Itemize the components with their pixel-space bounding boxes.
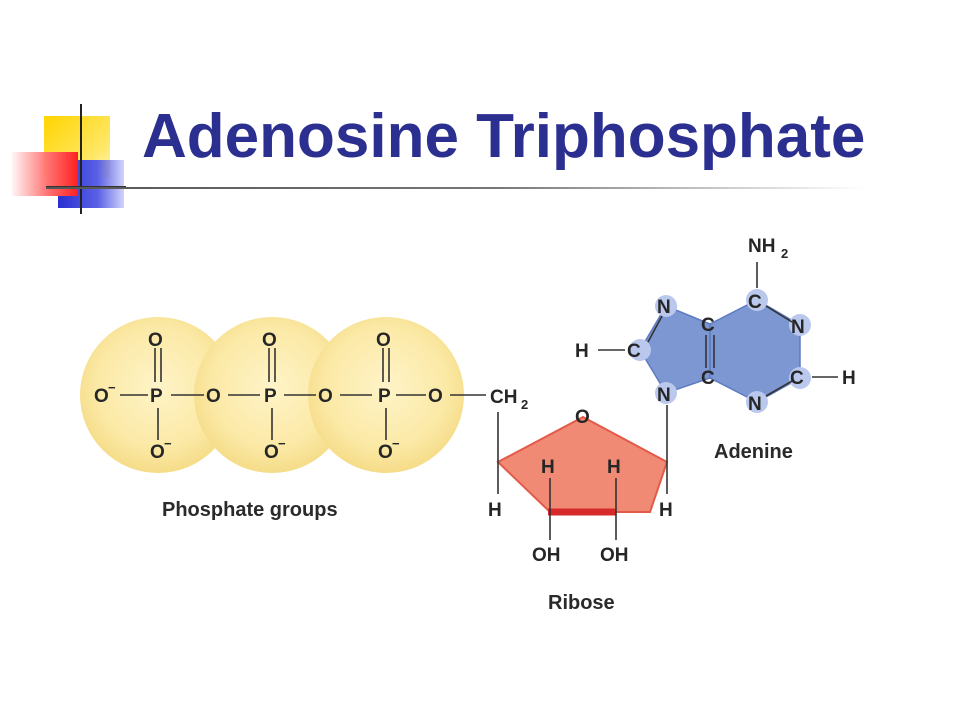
- atom-ring-o: O: [575, 407, 590, 428]
- atom-c8: C: [627, 341, 641, 362]
- atom-p-3: P: [378, 386, 391, 407]
- atom-n3: N: [748, 394, 762, 415]
- atom-oh-c3: OH: [532, 545, 561, 566]
- phosphate-circles: [80, 317, 464, 473]
- atom-o-bottom-2: O: [264, 442, 279, 463]
- atom-o-top-3: O: [376, 330, 391, 351]
- atom-c2: C: [790, 368, 804, 389]
- charge-o-bottom-2: −: [278, 436, 286, 451]
- phosphate-circle-beta: [194, 317, 350, 473]
- charge-o-bottom-1: −: [164, 436, 172, 451]
- atom-nh: NH: [748, 236, 775, 257]
- adenine-atoms: NH 2 C N C N H C C C H N N: [575, 236, 856, 415]
- atom-h-c4: H: [488, 500, 502, 521]
- atom-p-2: P: [264, 386, 277, 407]
- phosphate-atoms: O O O O − P O P O P O O − O − O − CH 2: [94, 330, 528, 463]
- atom-h-c1: H: [659, 500, 673, 521]
- atom-o-terminal: O: [94, 386, 109, 407]
- atom-h-c2: H: [842, 368, 856, 389]
- atom-o-top-1: O: [148, 330, 163, 351]
- adenine-six-ring: [709, 299, 801, 403]
- atom-h-c8: H: [575, 341, 589, 362]
- phosphate-circle-gamma: [308, 317, 464, 473]
- caption-adenine: Adenine: [714, 441, 793, 463]
- ribose-ring: [496, 415, 669, 513]
- atom-c6: C: [748, 292, 762, 313]
- atom-o-bridge-1: O: [206, 386, 221, 407]
- atom-o-bridge-2: O: [318, 386, 333, 407]
- atom-ch: CH: [490, 387, 517, 408]
- subscript-ch-2: 2: [521, 397, 528, 412]
- atom-n7: N: [657, 297, 671, 318]
- adenine-atom-highlights: [629, 289, 811, 413]
- charge-o-terminal: −: [108, 380, 116, 395]
- atom-p-1: P: [150, 386, 163, 407]
- caption-ribose: Ribose: [548, 592, 615, 614]
- phosphate-circle-alpha: [80, 317, 236, 473]
- atom-h-c2: H: [607, 457, 621, 478]
- atom-o-bottom-1: O: [150, 442, 165, 463]
- atom-o-bridge-3: O: [428, 386, 443, 407]
- atom-o-top-2: O: [262, 330, 277, 351]
- charge-o-bottom-3: −: [392, 436, 400, 451]
- atom-oh-c2: OH: [600, 545, 629, 566]
- atom-n9: N: [657, 385, 671, 406]
- logo-vertical-line: [80, 104, 82, 214]
- corner-logo: [0, 0, 140, 220]
- ribose-atoms: O H H H H OH OH: [488, 407, 673, 566]
- atom-n1: N: [791, 317, 805, 338]
- atom-c4: C: [701, 368, 715, 389]
- atom-c5: C: [701, 315, 715, 336]
- subscript-nh-2: 2: [781, 246, 788, 261]
- slide-title: Adenosine Triphosphate: [142, 102, 866, 171]
- atom-o-bottom-3: O: [378, 442, 393, 463]
- title-underline: [46, 187, 866, 189]
- bonds: [120, 262, 838, 540]
- atom-h-c3: H: [541, 457, 555, 478]
- caption-phosphate-groups: Phosphate groups: [162, 499, 338, 521]
